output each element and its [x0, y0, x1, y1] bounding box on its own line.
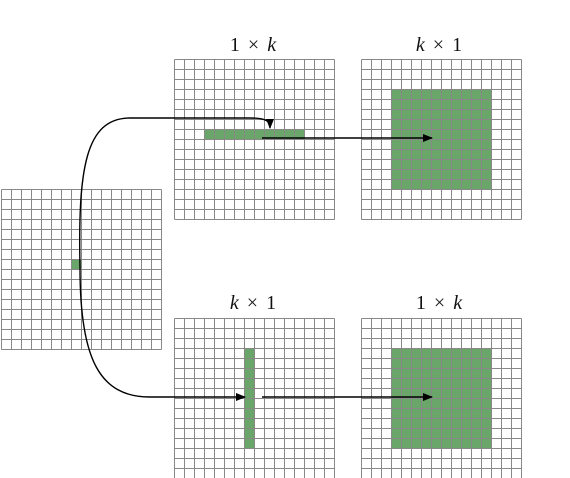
panel-top-left-label: 1 × k	[230, 34, 277, 56]
label-part-b: 1	[452, 34, 462, 56]
label-part-a: 1	[230, 34, 240, 56]
panel-top-left-grid	[174, 59, 335, 220]
label-part-b: 1	[266, 292, 276, 314]
panel-bottom-left-grid	[174, 318, 335, 478]
label-operator: ×	[434, 292, 445, 314]
label-operator: ×	[248, 34, 259, 56]
arrow-input-to-bottom-left	[79, 267, 246, 401]
label-part-b: k	[453, 292, 463, 314]
arrows	[79, 117, 433, 401]
panel-bottom-left-label: k × 1	[230, 292, 276, 314]
label-operator: ×	[433, 34, 444, 56]
label-part-a: 1	[416, 292, 426, 314]
grid-lines	[1, 189, 162, 350]
label-operator: ×	[247, 292, 258, 314]
panel-bottom-right-grid	[361, 318, 522, 478]
label-part-b: k	[267, 34, 277, 56]
panel-bottom-right-label: 1 × k	[416, 292, 463, 314]
grid-lines	[174, 59, 335, 220]
label-part-a: k	[230, 292, 240, 314]
arrow-input-to-top-left	[79, 117, 274, 269]
grid-lines	[361, 59, 522, 220]
input-grid	[1, 189, 162, 350]
grid-lines	[361, 318, 522, 478]
highlight-region	[71, 259, 81, 269]
panel-top-right-grid	[361, 59, 522, 220]
label-part-a: k	[416, 34, 426, 56]
grid-lines	[174, 318, 335, 478]
panel-top-right-label: k × 1	[416, 34, 462, 56]
